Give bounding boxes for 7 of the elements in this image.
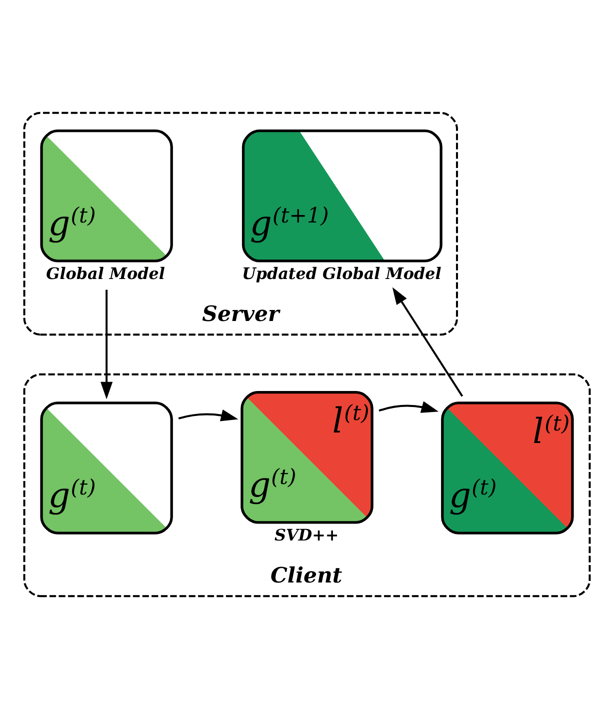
node-label: Updated Global Model	[242, 263, 442, 282]
arrow	[392, 286, 464, 396]
arrow	[178, 408, 238, 421]
arrow	[100, 289, 113, 399]
node-label: SVD++	[274, 524, 339, 544]
arrow	[378, 400, 439, 412]
node-label: Global Model	[46, 263, 165, 282]
